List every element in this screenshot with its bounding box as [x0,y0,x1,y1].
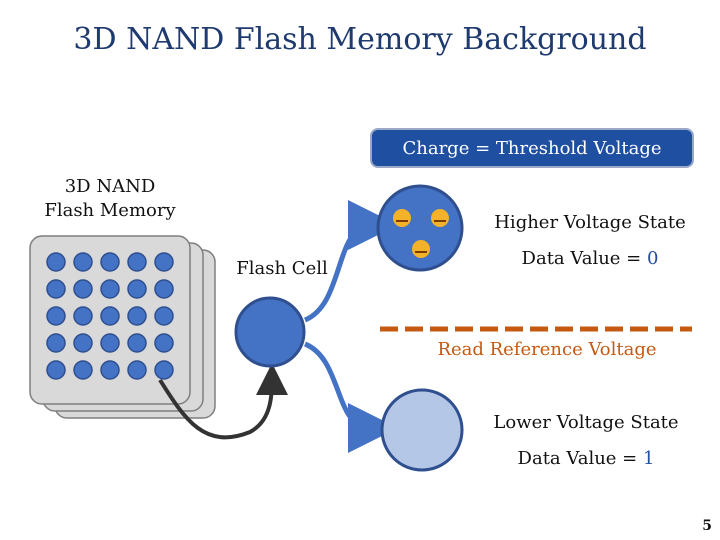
memory-cell-dot [73,306,93,326]
lower-state-line1: Lower Voltage State [493,412,679,433]
charge-electrons [393,209,449,258]
higher-state-label: Higher Voltage State Data Value = 0 [470,205,710,277]
lower-data-prefix: Data Value = [517,448,643,469]
page-number: 5 [702,518,712,534]
arrow-to-higher-state [303,200,398,323]
lower-data-value: 1 [643,448,655,469]
memory-cell-dot [46,333,66,353]
arrow-to-lower-state [303,341,398,453]
lower-state-line2: Data Value = 1 [466,441,706,477]
memory-label-line1: 3D NAND [64,176,156,197]
memory-cell-dot [73,333,93,353]
memory-cell-dot [73,279,93,299]
memory-label-line2: Flash Memory [44,200,176,221]
memory-cell-dot [100,306,120,326]
memory-cell-dot [154,252,174,272]
memory-cell-dot [100,333,120,353]
electron-charge-1 [393,209,411,227]
electron-charge-3 [412,240,430,258]
memory-cell-grid [46,252,174,380]
memory-cell-dot [46,360,66,380]
memory-cell-dot [154,360,174,380]
higher-voltage-cell [376,184,464,272]
memory-stack [29,235,216,419]
memory-cell-dot [46,306,66,326]
memory-cell-dot [100,360,120,380]
memory-cell-dot [127,252,147,272]
higher-data-prefix: Data Value = [521,248,647,269]
memory-to-cell-arrow [158,363,288,440]
memory-cell-dot [154,333,174,353]
memory-cell-dot [73,252,93,272]
memory-cell-dot [154,306,174,326]
memory-cell-dot [100,279,120,299]
memory-label: 3D NAND Flash Memory [10,175,210,223]
memory-cell-dot [100,252,120,272]
memory-cell-dot [127,333,147,353]
read-reference-label: Read Reference Voltage [437,339,657,360]
memory-cell-dot [46,252,66,272]
memory-cell-dot [127,306,147,326]
flash-cell-label: Flash Cell [236,258,328,279]
flash-cell-circle [234,296,306,368]
electron-charge-2 [431,209,449,227]
higher-data-value: 0 [647,248,659,269]
memory-cell-dot [127,279,147,299]
charge-threshold-box: Charge = Threshold Voltage [370,128,694,168]
lower-state-label: Lower Voltage State Data Value = 1 [466,405,706,477]
higher-state-line1: Higher Voltage State [494,212,686,233]
memory-cell-dot [127,360,147,380]
page-title: 3D NAND Flash Memory Background [73,22,647,57]
memory-cell-dot [46,279,66,299]
higher-state-line2: Data Value = 0 [470,241,710,277]
memory-cell-dot [154,279,174,299]
memory-cell-dot [73,360,93,380]
lower-voltage-cell [380,388,464,472]
